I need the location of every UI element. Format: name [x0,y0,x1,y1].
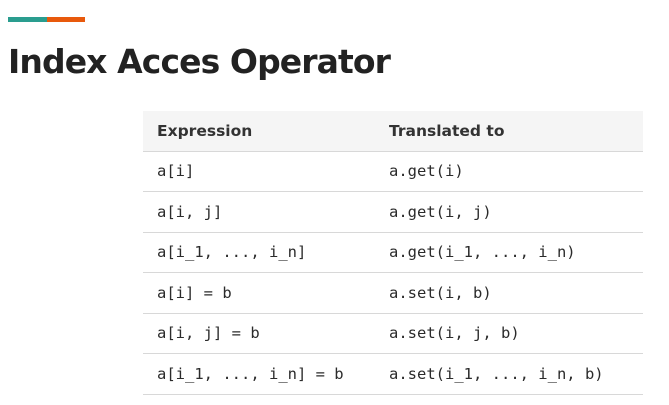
expression-cell: a[i] [143,151,375,192]
expression-cell: a[i_1, ..., i_n] [143,232,375,273]
accent-bar-orange [47,17,85,22]
table-row: a[i, j] = b a.set(i, j, b) [143,313,643,354]
page-title: Index Acces Operator [8,42,391,81]
table-row: a[i] a.get(i) [143,151,643,192]
table-header-row: Expression Translated to [143,111,643,152]
expression-cell: a[i_1, ..., i_n] = b [143,353,375,395]
table-row: a[i_1, ..., i_n] = b a.set(i_1, ..., i_n… [143,353,643,395]
translation-cell: a.get(i) [375,151,643,192]
operator-table: Expression Translated to a[i] a.get(i) a… [143,111,643,395]
expression-cell: a[i, j] [143,191,375,233]
translation-cell: a.set(i, j, b) [375,313,643,354]
expression-cell: a[i, j] = b [143,313,375,354]
table-row: a[i] = b a.set(i, b) [143,272,643,314]
column-header-translated-to: Translated to [375,111,643,152]
accent-bar [8,17,85,22]
operator-table-container: Expression Translated to a[i] a.get(i) a… [143,111,643,395]
expression-cell: a[i] = b [143,272,375,314]
accent-bar-teal [8,17,47,22]
column-header-expression: Expression [143,111,375,152]
translation-cell: a.get(i, j) [375,191,643,233]
translation-cell: a.get(i_1, ..., i_n) [375,232,643,273]
translation-cell: a.set(i_1, ..., i_n, b) [375,353,643,395]
table-row: a[i, j] a.get(i, j) [143,191,643,233]
table-row: a[i_1, ..., i_n] a.get(i_1, ..., i_n) [143,232,643,273]
translation-cell: a.set(i, b) [375,272,643,314]
